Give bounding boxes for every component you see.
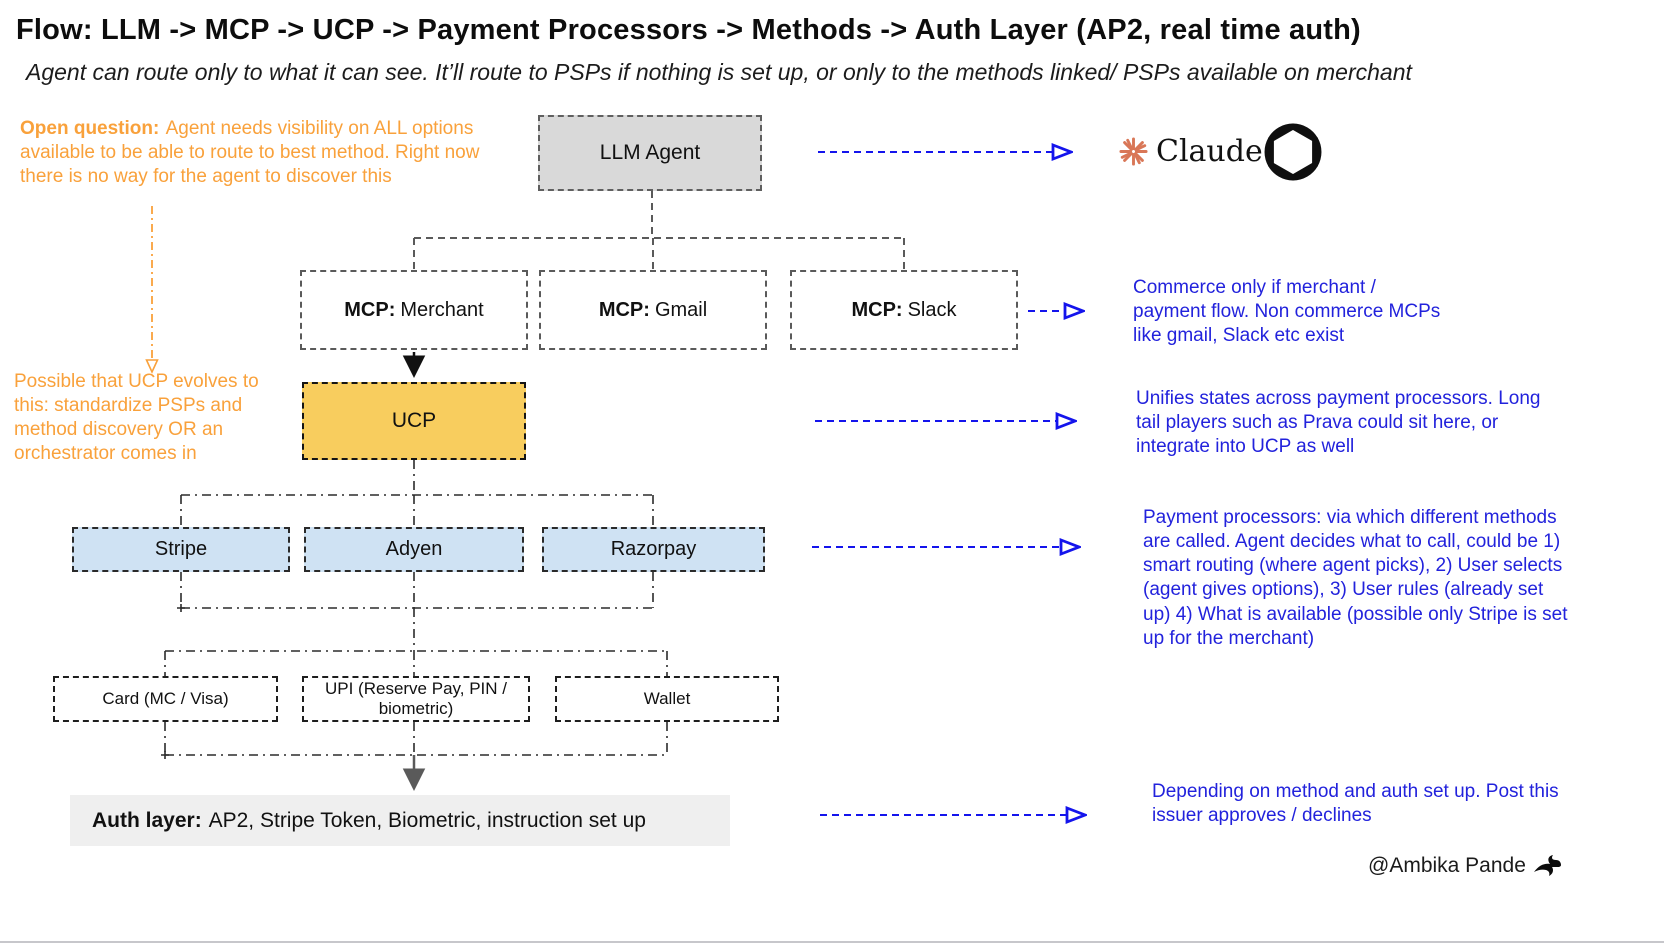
node-psp-stripe: Stripe xyxy=(72,527,290,572)
node-ucp: UCP xyxy=(302,382,526,460)
claude-wordmark: Claude xyxy=(1156,134,1263,169)
page-title: Flow: LLM -> MCP -> UCP -> Payment Proce… xyxy=(16,14,1361,46)
node-mcp-gmail: MCP: Gmail xyxy=(539,270,767,350)
method-upi-label: UPI (Reserve Pay, PIN / biometric) xyxy=(324,679,507,718)
psp-razorpay-label: Razorpay xyxy=(610,538,697,560)
attribution-text: @Ambika Pande xyxy=(1368,854,1526,877)
node-mcp-slack: MCP: Slack xyxy=(790,270,1018,350)
llm-to-mcp-tree xyxy=(413,191,905,270)
openai-logo-icon xyxy=(1264,123,1322,181)
mcp-slack-label: Slack xyxy=(907,298,957,321)
claude-starburst-icon xyxy=(1119,137,1148,166)
node-auth-layer: Auth layer:AP2, Stripe Token, Biometric,… xyxy=(70,795,730,846)
node-psp-adyen: Adyen xyxy=(304,527,524,572)
node-psp-razorpay: Razorpay xyxy=(542,527,765,572)
note-open-question-lead: Open question: xyxy=(20,118,160,139)
node-method-upi: UPI (Reserve Pay, PIN / biometric) xyxy=(302,676,530,722)
open-question-pointer xyxy=(145,206,159,374)
attribution: @Ambika Pande xyxy=(1368,854,1562,878)
mcp-gmail-label: Gmail xyxy=(654,298,708,321)
node-llm-agent-label: LLM Agent xyxy=(599,141,701,164)
psp-stripe-label: Stripe xyxy=(154,538,208,560)
method-card-label: Card (MC / Visa) xyxy=(102,689,229,709)
mcp-slack-prefix: MCP: xyxy=(851,298,903,321)
auth-layer-lead: Auth layer: xyxy=(92,808,202,832)
node-llm-agent: LLM Agent xyxy=(538,115,762,191)
note-open-question-body: Agent needs visibility on ALL options av… xyxy=(20,118,480,188)
mcp-merchant-label: Merchant xyxy=(400,298,484,321)
annotation-psp: Payment processors: via which different … xyxy=(1143,507,1568,649)
note-ucp-evolution: Possible that UCP evolves to this: stand… xyxy=(14,371,259,465)
annotation-auth: Depending on method and auth set up. Pos… xyxy=(1152,781,1559,827)
page-subtitle: Agent can route only to what it can see.… xyxy=(26,59,1412,85)
method-wallet-label: Wallet xyxy=(643,689,691,709)
mcp-merchant-prefix: MCP: xyxy=(344,298,396,321)
window-bottom-edge xyxy=(0,941,1664,943)
node-method-card: Card (MC / Visa) xyxy=(53,676,278,722)
annotation-ucp: Unifies states across payment processors… xyxy=(1136,388,1541,458)
note-open-question: Open question:Agent needs visibility on … xyxy=(20,117,520,189)
node-ucp-label: UCP xyxy=(391,409,437,432)
psp-adyen-label: Adyen xyxy=(385,538,443,560)
annotation-arrows xyxy=(812,152,1084,815)
claude-logo: Claude xyxy=(1118,134,1263,169)
annotation-mcp: Commerce only if merchant / payment flow… xyxy=(1133,277,1441,347)
node-mcp-merchant: MCP: Merchant xyxy=(300,270,528,350)
node-method-wallet: Wallet xyxy=(555,676,779,722)
auth-layer-body: AP2, Stripe Token, Biometric, instructio… xyxy=(208,808,646,832)
bird-icon xyxy=(1533,855,1561,876)
mcp-gmail-prefix: MCP: xyxy=(598,298,650,321)
